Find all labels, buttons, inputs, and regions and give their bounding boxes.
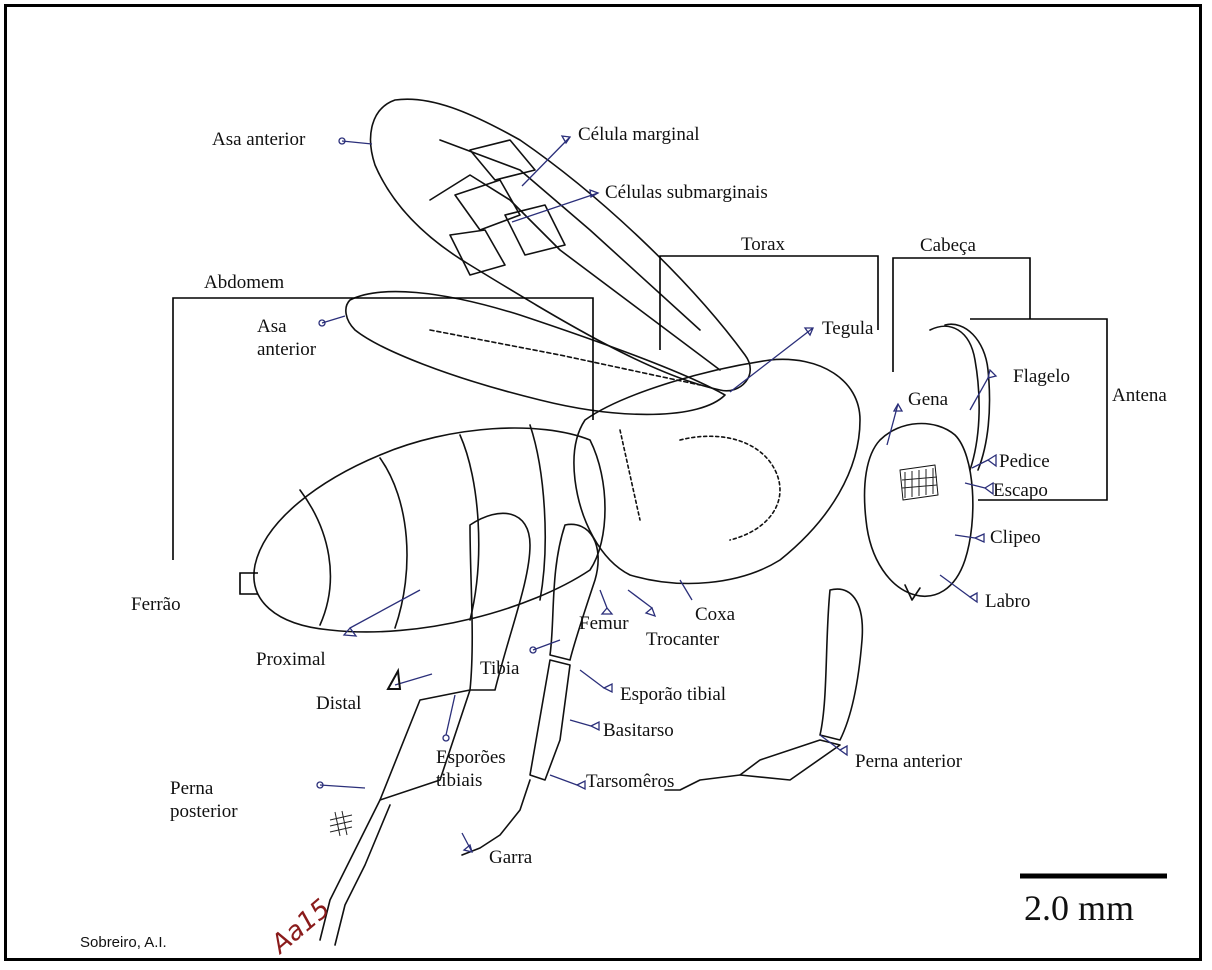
abdomen-seg-4 [530,425,545,600]
middle-leg-tibia [530,660,570,780]
label-trocanter: Trocanter [646,630,719,649]
label-tarsomeros: Tarsomêros [586,772,674,791]
abdomen-seg-1 [300,490,330,625]
thorax-outline [574,359,860,583]
label-celula-marginal: Célula marginal [578,125,700,144]
label-asa-anterior-2-line2: anterior [257,339,316,360]
label-torax: Torax [741,235,785,254]
label-labro: Labro [985,592,1030,611]
label-gena: Gena [908,390,948,409]
author-credit: Sobreiro, A.I. [80,934,167,951]
wing-cell-1 [455,180,520,230]
label-esporoes-tibiais-line1: Esporões [436,747,506,768]
label-esporoes-tibiais-line2: tibiais [436,770,482,791]
label-abdomem: Abdomem [204,273,284,292]
distal-arrow [388,671,400,689]
wing-cell-3 [450,230,505,275]
label-pedice: Pedice [999,452,1050,471]
label-clipeo: Clipeo [990,528,1041,547]
label-distal: Distal [316,694,361,713]
label-tegula: Tegula [822,319,873,338]
label-cabeca: Cabeça [920,236,976,255]
label-flagelo: Flagelo [1013,367,1070,386]
scale-bar-label: 2.0 mm [1024,890,1134,926]
label-garra: Garra [489,848,532,867]
signature: Aa15 [264,894,336,961]
thorax-detail-1 [680,436,780,540]
hindwing-outline [346,292,725,415]
label-asa-anterior: Asa anterior [212,130,305,149]
label-ferrao: Ferrão [131,595,181,614]
wing-vein-2 [430,175,720,370]
eye-hatch [902,468,937,498]
abdomen-seg-2 [380,458,407,628]
label-perna-posterior-line2: posterior [170,801,238,822]
fore-leg-tibia [740,740,840,780]
fore-leg-femur [820,589,862,740]
middle-leg-femur [550,524,598,660]
cabeca-bracket [893,258,1030,372]
label-perna-posterior: Perna posterior [170,777,238,823]
label-coxa: Coxa [695,605,735,624]
label-femur: Femur [579,614,629,633]
antena-bracket [970,319,1107,500]
label-esporao-tibial: Esporão tibial [620,685,726,704]
wing-cell-2 [505,205,565,255]
label-esporoes-tibiais: Esporões tibiais [436,746,506,792]
label-escapo: Escapo [993,481,1048,500]
antenna-2 [945,324,990,470]
label-antena: Antena [1112,386,1167,405]
label-proximal: Proximal [256,650,326,669]
label-tibia: Tibia [480,659,519,678]
wing-vein-1 [440,140,700,330]
fore-leg-tarsus [665,775,740,790]
abdomen-outline [254,428,605,632]
label-celulas-submarginais: Células submarginais [605,183,768,202]
label-basitarso: Basitarso [603,721,674,740]
label-perna-posterior-line1: Perna [170,778,213,799]
label-asa-anterior-2: Asa anterior [257,315,316,361]
label-perna-anterior: Perna anterior [855,752,962,771]
thorax-detail-2 [620,430,640,520]
label-asa-anterior-2-line1: Asa [257,316,287,337]
tibia-hatch [330,811,352,836]
head-outline [865,424,973,597]
